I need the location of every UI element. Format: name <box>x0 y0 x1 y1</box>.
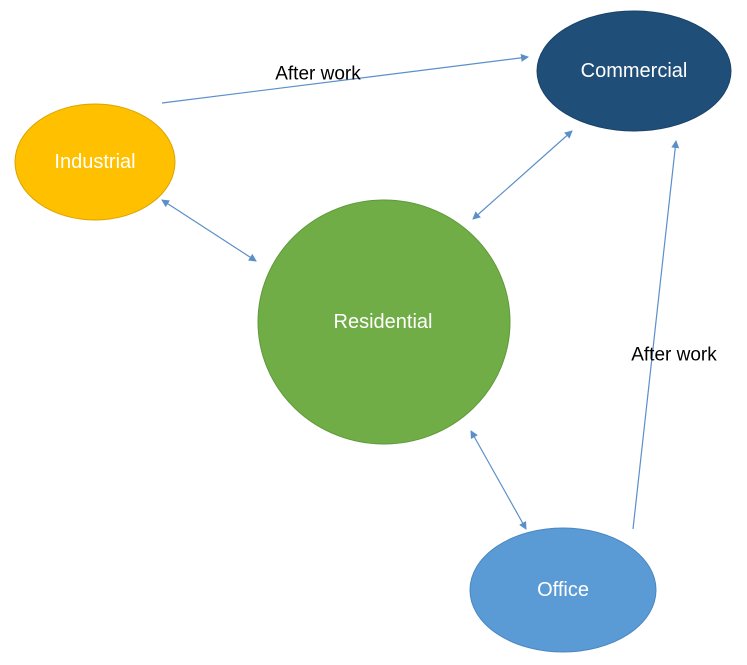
edge-residential-commercial <box>472 130 573 220</box>
node-industrial-label: Industrial <box>54 151 135 173</box>
edge-residential-office <box>470 430 527 530</box>
node-office-label: Office <box>537 579 589 601</box>
node-commercial: Commercial <box>536 10 732 132</box>
node-office: Office <box>469 527 657 653</box>
edge-label-office-commercial: After work <box>631 345 717 366</box>
node-residential: Residential <box>257 199 511 445</box>
node-commercial-shape <box>536 10 732 132</box>
node-commercial-label: Commercial <box>581 60 688 82</box>
edge-label-industrial-commercial: After work <box>275 64 361 85</box>
node-industrial-shape <box>14 103 176 221</box>
edge-industrial-to-commercial <box>161 53 529 104</box>
edge-industrial-residential <box>161 199 257 262</box>
node-industrial: Industrial <box>14 103 176 221</box>
node-residential-label: Residential <box>334 311 433 333</box>
node-residential-shape <box>257 199 511 445</box>
node-office-shape <box>469 527 657 653</box>
edge-office-to-commercial <box>632 140 680 530</box>
